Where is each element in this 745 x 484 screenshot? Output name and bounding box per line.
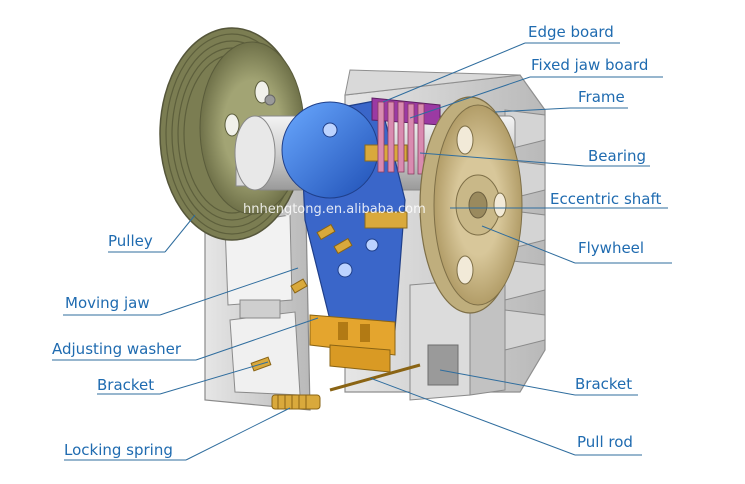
locking-spring <box>271 394 321 410</box>
watermark: hnhengtong.en.alibaba.com <box>243 202 426 217</box>
label-pull-rod: Pull rod <box>577 433 633 451</box>
label-moving-jaw: Moving jaw <box>65 294 150 312</box>
label-frame: Frame <box>578 88 625 106</box>
label-eccentric-shaft: Eccentric shaft <box>550 190 662 208</box>
leader-lines <box>52 42 672 461</box>
label-pulley: Pulley <box>108 232 153 250</box>
pull-rod <box>329 363 421 392</box>
label-bracket-right: Bracket <box>575 375 633 393</box>
label-bracket-left: Bracket <box>97 376 155 394</box>
label-edge-board: Edge board <box>528 23 614 41</box>
label-locking-spring: Locking spring <box>64 441 173 459</box>
label-fixed-jaw-board: Fixed jaw board <box>531 56 649 74</box>
label-bearing: Bearing <box>588 147 647 165</box>
flywheel <box>419 96 523 314</box>
adjusting-washer-assembly <box>309 314 396 373</box>
label-adjusting-washer: Adjusting washer <box>52 340 182 358</box>
label-flywheel: Flywheel <box>578 239 645 257</box>
